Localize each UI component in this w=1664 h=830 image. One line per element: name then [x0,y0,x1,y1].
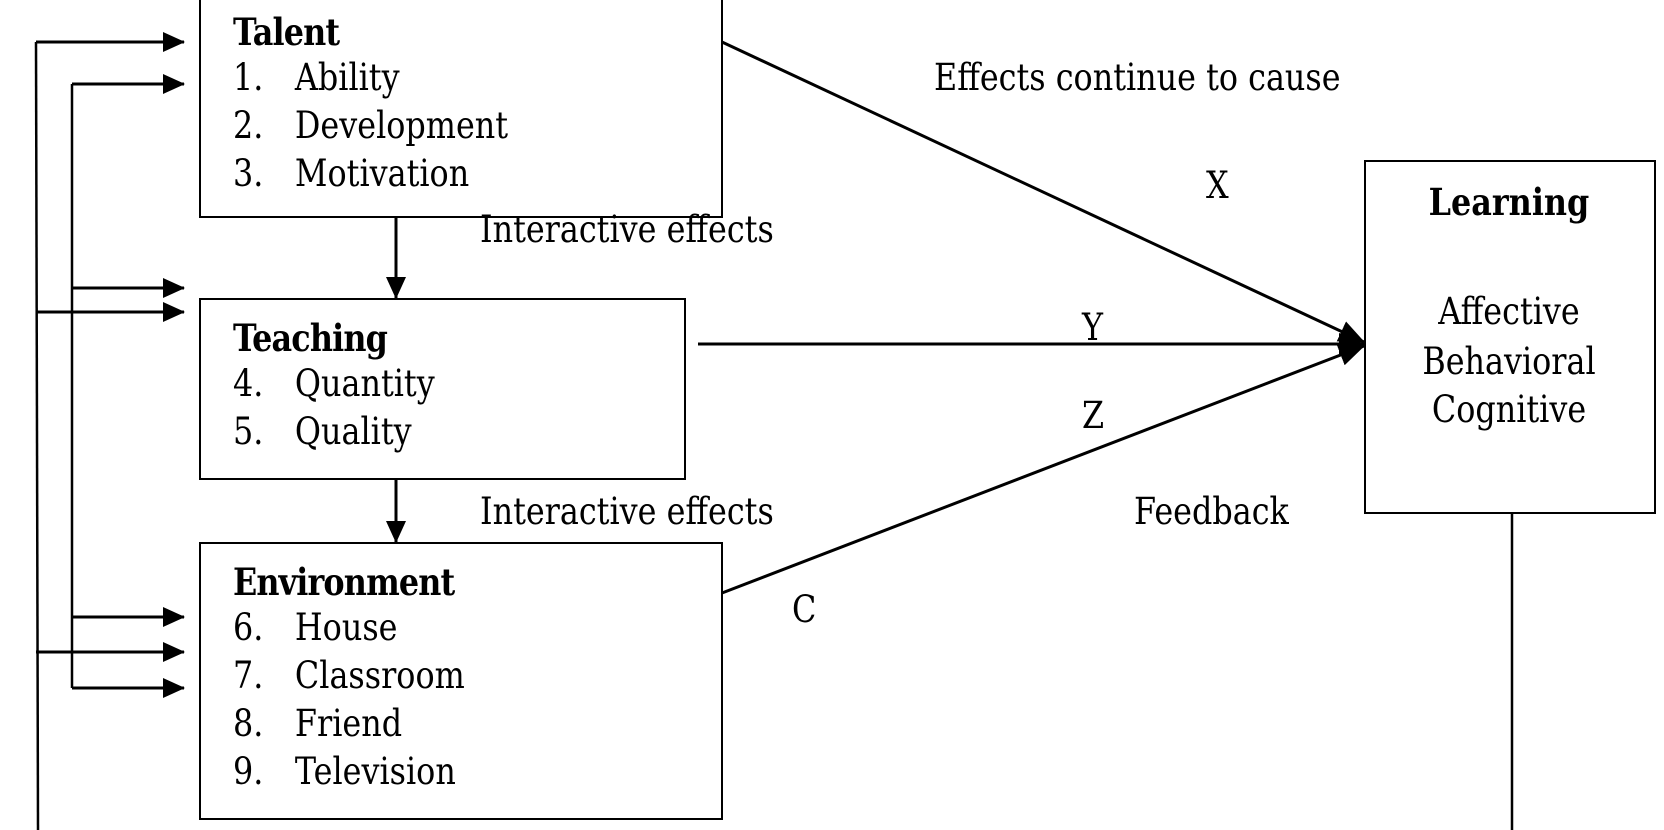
teaching-item-5: 5. Quality [233,410,412,453]
teaching-item-5-num: 5. [233,410,264,453]
learning-item-behavioral: Behavioral [1422,340,1596,383]
learning-title: Learning [1428,180,1590,224]
talent-item-3: 3. Motivation [233,152,469,195]
talent-item-3-label: Motivation [294,152,470,195]
teaching-box: Teaching 4. Quantity 5. Quality [199,298,686,480]
talent-item-1-label: Ability [294,56,400,99]
path-x-label: X [1206,164,1229,207]
environment-item-8-label: Friend [294,702,403,745]
teaching-item-5-label: Quality [294,410,412,453]
path-y-label: Y [1082,306,1104,349]
environment-item-8-num: 8. [233,702,264,745]
interactive-effects-label-1: Interactive effects [480,208,774,251]
teaching-item-4-label: Quantity [294,362,435,405]
learning-item-affective: Affective [1438,290,1580,333]
learning-box: Learning Affective Behavioral Cognitive [1364,160,1656,514]
interactive-effects-label-2: Interactive effects [480,490,774,533]
teaching-title: Teaching [233,316,388,360]
path-z-line [721,344,1365,595]
talent-item-1: 1. Ability [233,56,400,99]
environment-item-7-num: 7. [233,654,264,697]
environment-item-8: 8. Friend [233,702,402,745]
talent-item-1-num: 1. [233,56,264,99]
learning-item-cognitive: Cognitive [1431,388,1587,431]
path-z-label: Z [1082,394,1105,437]
talent-item-2-label: Development [294,104,509,147]
environment-item-7: 7. Classroom [233,654,465,697]
path-c-label: C [792,588,817,631]
environment-item-9-label: Television [294,750,456,793]
talent-item-2: 2. Development [233,104,508,147]
environment-title: Environment [233,560,455,604]
path-x-line [721,40,1365,344]
teaching-item-4-num: 4. [233,362,264,405]
feedback-label: Feedback [1134,490,1289,533]
talent-box: Talent 1. Ability 2. Development 3. Motivat… [199,0,723,218]
environment-box: Environment 6. House 7. Classroom 8. Friend… [199,542,723,820]
effects-continue-label: Effects continue to cause [934,56,1341,99]
environment-item-6: 6. House [233,606,397,649]
environment-item-9: 9. Television [233,750,456,793]
environment-item-6-label: House [294,606,398,649]
talent-title: Talent [233,10,340,54]
environment-item-9-num: 9. [233,750,264,793]
talent-item-3-num: 3. [233,152,264,195]
talent-item-2-num: 2. [233,104,264,147]
teaching-item-4: 4. Quantity [233,362,435,405]
environment-item-7-label: Classroom [294,654,465,697]
environment-item-6-num: 6. [233,606,264,649]
outer-feedback-line [34,41,40,830]
